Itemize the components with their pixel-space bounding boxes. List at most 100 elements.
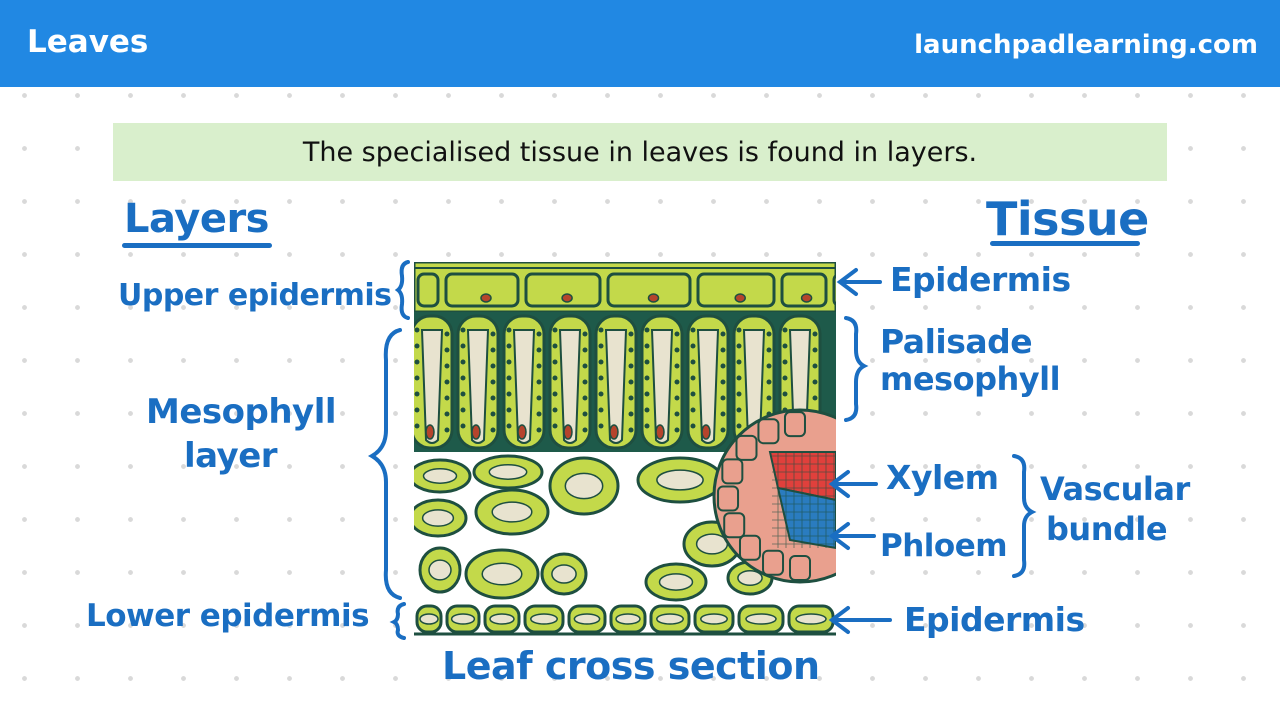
label-epidermis-top: Epidermis	[890, 260, 1071, 299]
chloroplast	[720, 427, 726, 433]
sheath-cell	[723, 512, 746, 539]
vacuole	[615, 613, 641, 625]
chloroplast	[582, 331, 588, 337]
vacuole	[658, 573, 694, 591]
brace-lower-epidermis	[389, 602, 406, 640]
nucleus	[561, 293, 573, 303]
chloroplast	[598, 423, 604, 429]
chloroplast	[414, 359, 420, 365]
vacuole	[422, 468, 458, 484]
chloroplast	[736, 359, 742, 365]
chloroplast	[444, 411, 450, 417]
chloroplast	[506, 391, 512, 397]
chloroplast	[720, 363, 726, 369]
sheath-cell	[762, 549, 785, 576]
chloroplast	[644, 359, 650, 365]
chloroplast	[490, 331, 496, 337]
nucleus	[425, 424, 435, 440]
vacuole	[420, 329, 444, 444]
info-banner: The specialised tissue in leaves is foun…	[113, 123, 1167, 181]
chloroplast	[490, 379, 496, 385]
vacuole	[530, 613, 558, 625]
chloroplast	[736, 391, 742, 397]
chloroplast	[444, 379, 450, 385]
vacuole	[564, 472, 604, 500]
chloroplast	[674, 363, 680, 369]
chloroplast	[644, 391, 650, 397]
vacuole	[466, 329, 490, 444]
brace-vascular	[1012, 454, 1037, 578]
chloroplast	[628, 347, 634, 353]
chloroplast	[490, 427, 496, 433]
chloroplast	[628, 395, 634, 401]
vacuole	[656, 613, 684, 625]
lower-epidermis-cells	[415, 604, 835, 634]
arrow-epidermis-bottom	[828, 606, 892, 634]
leaf-tissue-group	[414, 262, 836, 636]
chloroplast	[812, 363, 818, 369]
chloroplast	[766, 331, 772, 337]
vacuole	[737, 570, 763, 586]
sheath-cells	[717, 411, 811, 581]
vacuole	[650, 329, 674, 444]
vacuole	[512, 329, 536, 444]
page-title: Leaves	[27, 24, 149, 60]
chloroplast	[812, 395, 818, 401]
chloroplast	[582, 363, 588, 369]
chloroplast	[506, 375, 512, 381]
vacuole	[573, 613, 601, 625]
nucleus	[655, 424, 665, 440]
chloroplast	[598, 375, 604, 381]
chloroplast	[690, 343, 696, 349]
epidermis-cell	[524, 272, 602, 308]
vacuole	[419, 613, 439, 625]
chloroplast	[690, 359, 696, 365]
vacuole	[700, 613, 728, 625]
chloroplast	[736, 375, 742, 381]
chloroplast	[720, 347, 726, 353]
chloroplast	[552, 375, 558, 381]
site-url[interactable]: launchpadlearning.com	[914, 30, 1258, 60]
chloroplast	[552, 407, 558, 413]
vacuole	[421, 509, 455, 527]
tissue-heading: Tissue	[986, 192, 1149, 246]
vacuole	[795, 613, 827, 625]
palisade-cells	[414, 314, 822, 450]
epidermis-cell	[696, 272, 776, 308]
chloroplast	[812, 331, 818, 337]
label-palisade-line2: mesophyll	[880, 360, 1061, 398]
vacuole	[481, 562, 523, 586]
vacuole	[696, 329, 720, 444]
chloroplast	[444, 395, 450, 401]
chloroplast	[582, 347, 588, 353]
vacuole	[551, 564, 577, 584]
brace-palisade	[844, 316, 869, 422]
chloroplast	[506, 423, 512, 429]
chloroplast	[460, 343, 466, 349]
vacuole	[604, 329, 628, 444]
chloroplast	[460, 375, 466, 381]
vacuole	[488, 464, 528, 480]
vacuole	[491, 501, 533, 523]
nucleus	[471, 424, 481, 440]
chloroplast	[736, 343, 742, 349]
chloroplast	[444, 331, 450, 337]
chloroplast	[552, 423, 558, 429]
vacuole	[489, 613, 515, 625]
label-phloem: Phloem	[880, 528, 1008, 564]
epidermis-cell	[416, 272, 440, 308]
chloroplast	[414, 375, 420, 381]
chloroplast	[536, 347, 542, 353]
sheath-cell	[789, 555, 811, 581]
spongy-cells	[414, 454, 774, 602]
vacuole	[656, 469, 704, 491]
xylem-grid	[772, 452, 836, 548]
nucleus	[480, 293, 492, 303]
chloroplast	[720, 395, 726, 401]
chloroplast	[490, 395, 496, 401]
vacuole	[428, 559, 452, 581]
chloroplast	[674, 379, 680, 385]
chloroplast	[414, 423, 420, 429]
chloroplast	[766, 379, 772, 385]
chloroplast	[506, 359, 512, 365]
